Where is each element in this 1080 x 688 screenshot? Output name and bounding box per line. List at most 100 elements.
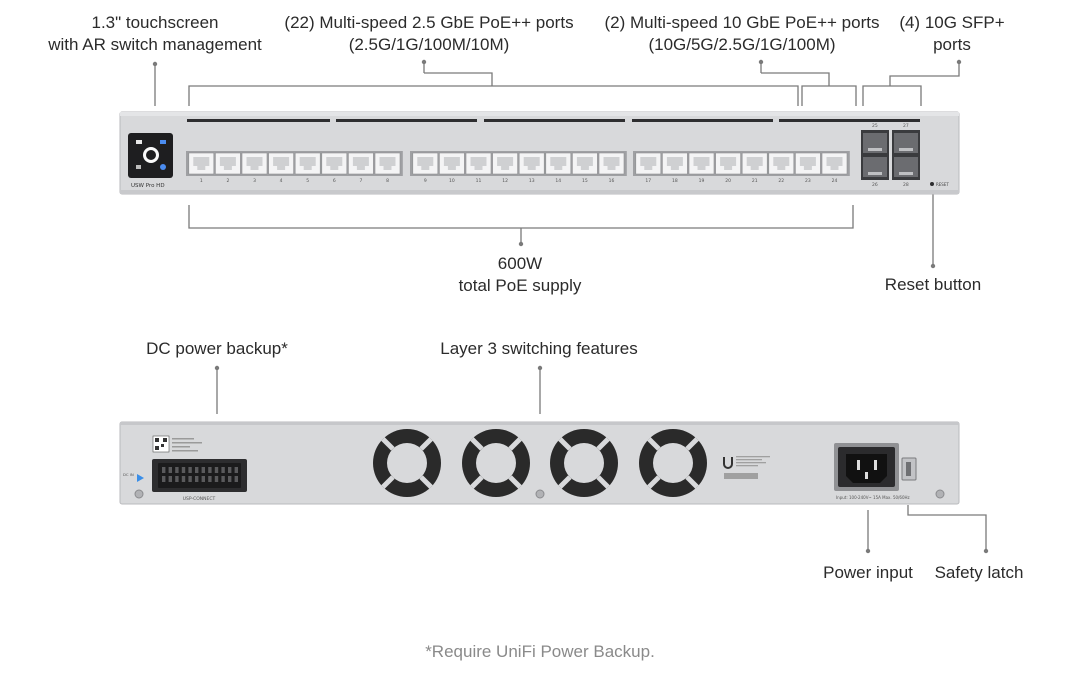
sfp-label-line2: ports: [933, 35, 971, 54]
rj45-socket: [693, 157, 710, 170]
fan-strut: [558, 475, 572, 489]
fan-strut: [419, 475, 433, 489]
rj45-port-group: [186, 151, 850, 176]
dc-connector: USP-CONNECT: [152, 459, 247, 502]
port-number: 21: [752, 178, 758, 184]
dc-pin: [175, 467, 179, 473]
port-number: 16: [609, 178, 615, 184]
dc-pin: [234, 467, 238, 473]
rj45-socket: [352, 157, 369, 170]
port-number: 4: [280, 178, 283, 184]
layer3-label: Layer 3 switching features: [440, 339, 638, 358]
dc-pin: [195, 476, 199, 482]
ports-2-5g-label-line2: (2.5G/1G/100M/10M): [348, 35, 510, 54]
port-number: 6: [333, 178, 336, 184]
port-number: 5: [306, 178, 309, 184]
touchscreen-display: USW Pro HD: [128, 133, 173, 189]
fan-hub: [564, 443, 604, 483]
dc-pin: [175, 476, 179, 482]
port-number: 9: [424, 178, 427, 184]
dc-connector-caption: USP-CONNECT: [183, 496, 216, 502]
rj45-socket: [603, 157, 620, 170]
dc-pin: [188, 476, 192, 482]
rj45-socket: [417, 157, 434, 170]
port-number: 8: [386, 178, 389, 184]
power-inlet[interactable]: Input: 100-240V~ 15A Max. 50/60Hz: [834, 443, 910, 500]
footnote: *Require UniFi Power Backup.: [425, 642, 655, 661]
reset-button[interactable]: [930, 182, 934, 186]
ports-2-5g-label-line1: (22) Multi-speed 2.5 GbE PoE++ ports: [284, 13, 574, 32]
dc-pin: [195, 467, 199, 473]
rj45-socket: [326, 157, 343, 170]
dc-pin: [221, 476, 225, 482]
rj45-socket: [523, 157, 540, 170]
rj45-socket: [720, 157, 737, 170]
fan-strut: [381, 475, 395, 489]
fan-hub: [653, 443, 693, 483]
touchscreen-label-line2: with AR switch management: [48, 35, 262, 54]
model-badge: USW Pro HD: [131, 183, 165, 189]
rj45-socket: [470, 157, 487, 170]
port-number: 10: [449, 178, 455, 184]
callout-dots-rear: [214, 365, 989, 554]
fan-hub: [387, 443, 427, 483]
sfp-number-26: 26: [872, 182, 878, 188]
rj45-socket: [299, 157, 316, 170]
rj45-socket: [550, 157, 567, 170]
rj45-socket: [379, 157, 396, 170]
ports-10g-label: (2) Multi-speed 10 GbE PoE++ ports (10G/…: [594, 12, 890, 56]
port-number: 17: [645, 178, 651, 184]
port-number: 24: [832, 178, 838, 184]
fan-hub: [476, 443, 516, 483]
fan-strut: [647, 437, 661, 451]
port-number: 14: [555, 178, 561, 184]
rj45-socket: [193, 157, 210, 170]
rj45-socket: [746, 157, 763, 170]
touchscreen-label: 1.3" touchscreen with AR switch manageme…: [40, 12, 270, 56]
poe-supply-label-line2: total PoE supply: [458, 276, 582, 295]
rear-chassis: USP-CONNECT DC IN Input: 100-: [119, 421, 960, 505]
dc-pin: [228, 467, 232, 473]
dc-pin: [221, 467, 225, 473]
touchscreen-label-line1: 1.3" touchscreen: [91, 13, 219, 32]
sfp-number-28: 28: [903, 182, 909, 188]
port-number: 3: [253, 178, 256, 184]
port-number: 13: [529, 178, 535, 184]
fan-strut: [596, 475, 610, 489]
callout-dots-front: [152, 59, 962, 269]
rj45-socket: [666, 157, 683, 170]
poe-supply-label: 600W total PoE supply: [420, 253, 620, 297]
dc-pin: [188, 467, 192, 473]
reset-small-label: RESET: [936, 182, 949, 187]
fan-strut: [508, 437, 522, 451]
dc-pin: [234, 476, 238, 482]
dc-backup-label: DC power backup*: [146, 339, 288, 358]
callout-lines-front: [154, 62, 960, 266]
port-number: 1: [200, 178, 203, 184]
port-number: 15: [582, 178, 588, 184]
dc-pin: [208, 467, 212, 473]
screw-icons: [134, 489, 945, 499]
ports-10g-label-line1: (2) Multi-speed 10 GbE PoE++ ports: [604, 13, 880, 32]
fan-strut: [685, 475, 699, 489]
safety-latch[interactable]: [901, 457, 917, 481]
power-spec: Input: 100-240V~ 15A Max. 50/60Hz: [836, 495, 910, 500]
sfp-cages: 25 27 26 28: [861, 123, 920, 188]
rj45-socket: [246, 157, 263, 170]
dc-pin: [208, 476, 212, 482]
dc-side-label: DC IN: [123, 472, 134, 477]
sfp-label: (4) 10G SFP+ ports: [892, 12, 1012, 56]
rj45-socket: [640, 157, 657, 170]
dc-pin: [228, 476, 232, 482]
rj45-socket: [576, 157, 593, 170]
port-number: 12: [502, 178, 508, 184]
dc-pin: [214, 467, 219, 473]
safety-latch-label: Safety latch: [934, 563, 1024, 582]
dc-pin: [201, 476, 205, 482]
port-number: 23: [805, 178, 811, 184]
port-number: 11: [476, 178, 482, 184]
rj45-socket: [219, 157, 236, 170]
fan-strut: [419, 437, 433, 451]
